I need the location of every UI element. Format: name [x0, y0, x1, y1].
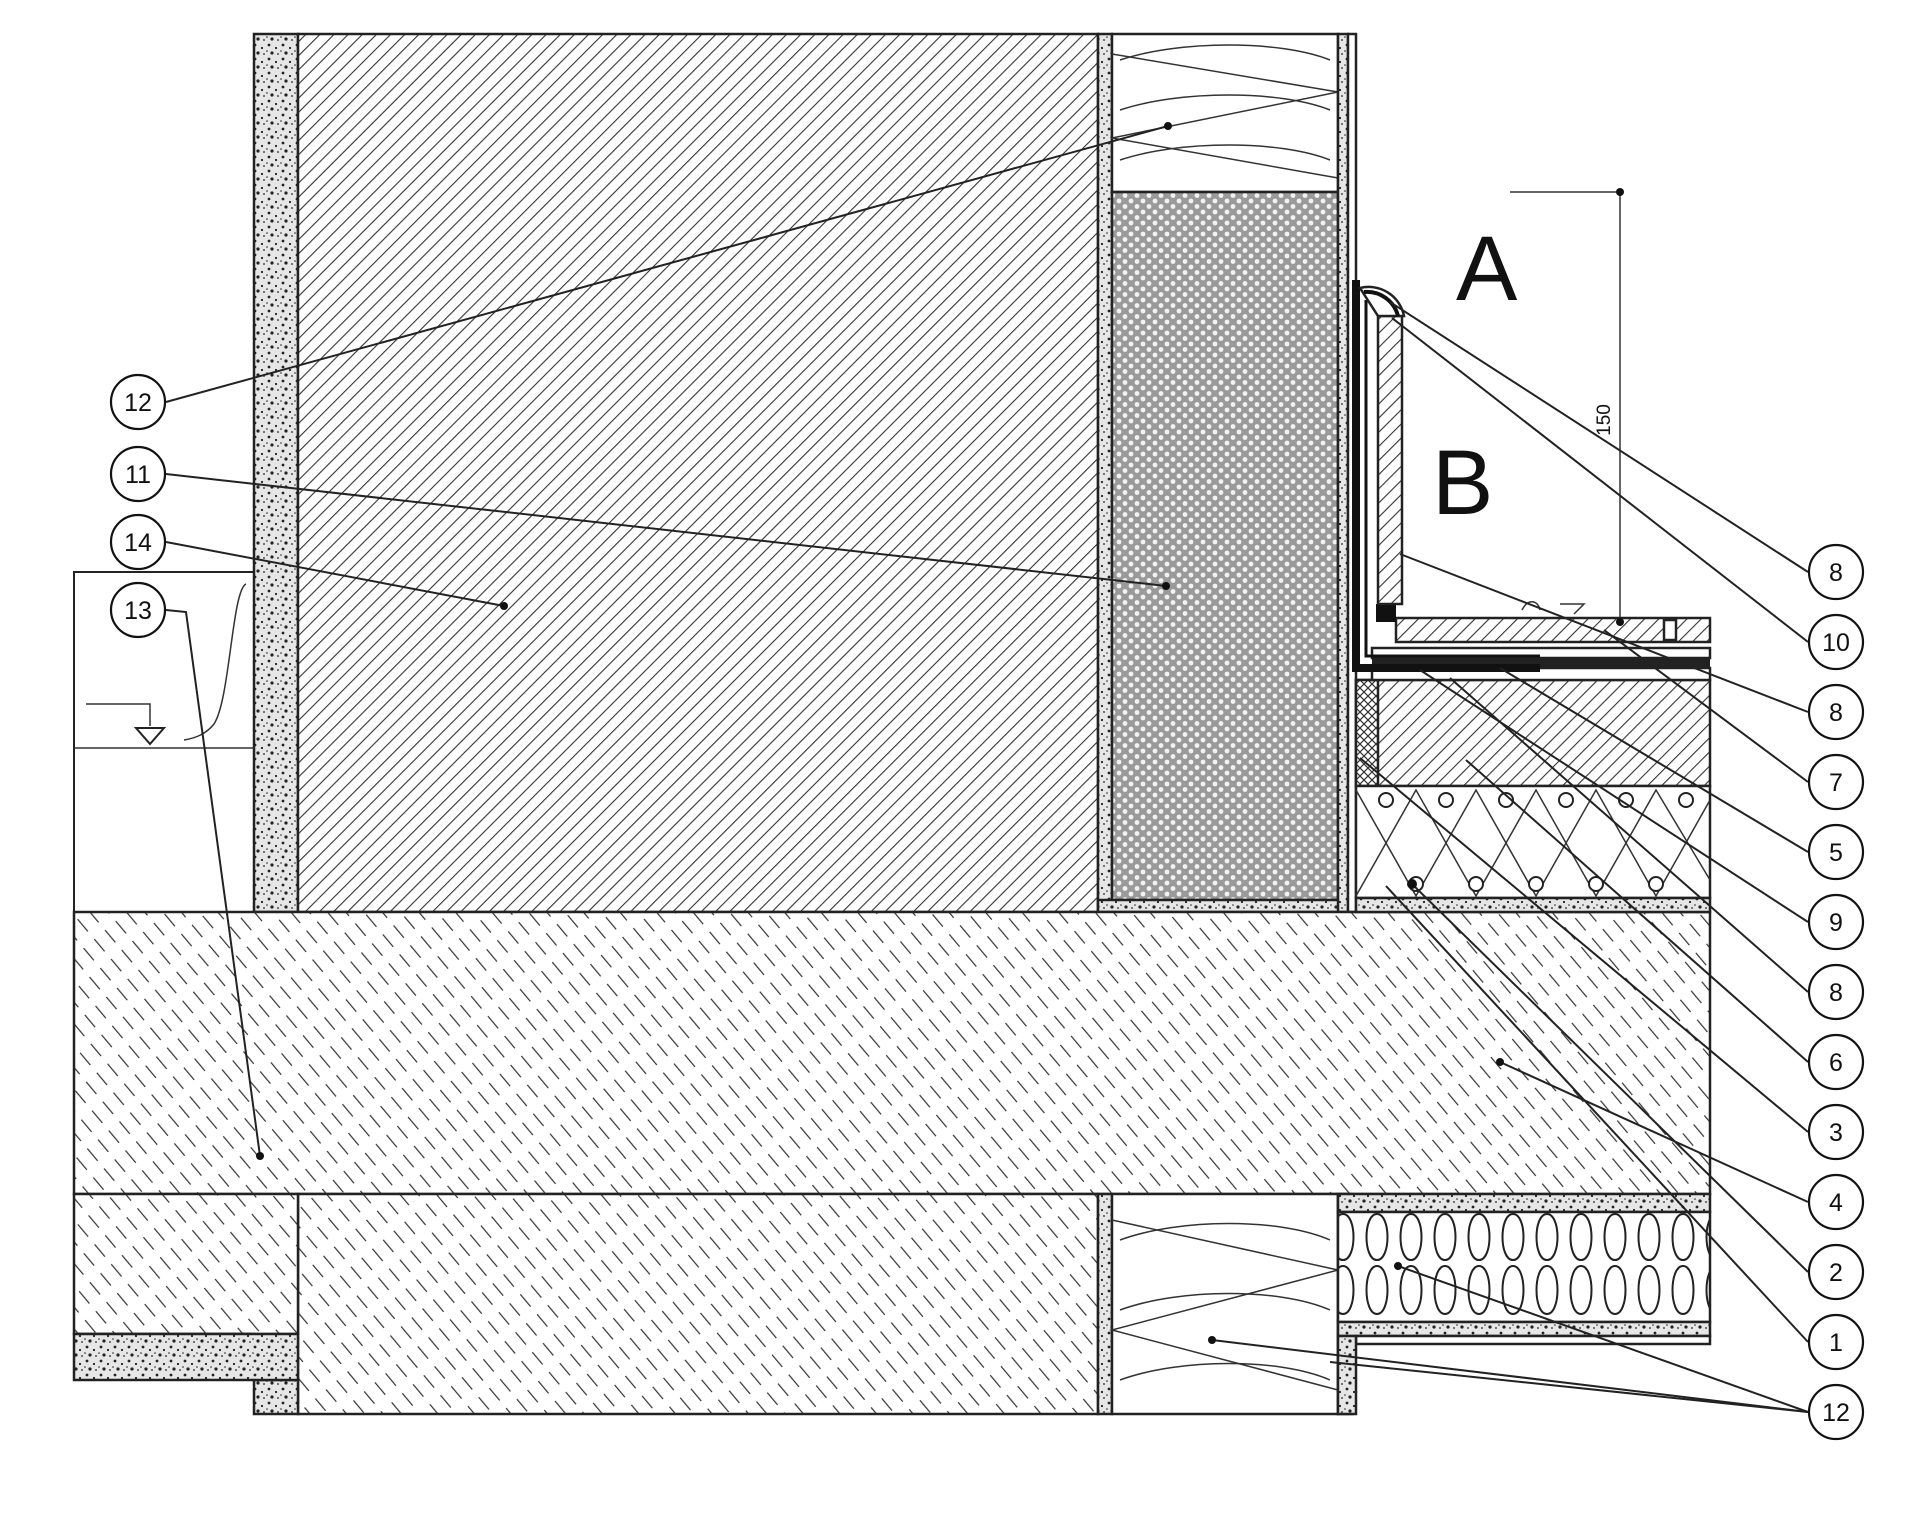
callout-8-a: 8 — [1807, 543, 1865, 601]
callout-12-bottom: 12 — [1807, 1383, 1865, 1441]
callout-12-bottom-label: 12 — [1822, 1399, 1850, 1427]
zone-label-a: A — [1456, 218, 1518, 320]
callout-13-label: 13 — [124, 597, 152, 625]
lower-wall-insulation — [1096, 1192, 1354, 1416]
concrete-slab — [72, 910, 1712, 1416]
callout-11-label: 11 — [125, 461, 151, 489]
callout-13: 13 — [109, 581, 167, 639]
callout-8-c-label: 8 — [1829, 979, 1843, 1007]
leader-lines — [165, 122, 1809, 1413]
callout-4-label: 4 — [1829, 1189, 1843, 1217]
dimension-height — [1510, 188, 1624, 626]
perimeter-insulation-block — [1096, 190, 1354, 914]
callout-7: 7 — [1807, 753, 1865, 811]
callout-3-label: 3 — [1829, 1119, 1843, 1147]
callout-6-label: 6 — [1829, 1049, 1843, 1077]
masonry-wall — [296, 32, 1100, 914]
skirting-tile — [1358, 285, 1406, 606]
drain-symbol — [1521, 601, 1586, 615]
zone-label-b: B — [1432, 432, 1493, 534]
callout-8-a-label: 8 — [1829, 559, 1843, 587]
water-tank-detail — [73, 571, 255, 913]
callout-9-label: 9 — [1829, 909, 1843, 937]
callout-10: 10 — [1807, 613, 1865, 671]
callout-12-top-label: 12 — [124, 389, 152, 417]
callout-14-label: 14 — [124, 529, 152, 557]
dimension-label: 150 — [1594, 404, 1615, 436]
callout-5: 5 — [1807, 823, 1865, 881]
wall-insulation-top — [1096, 32, 1340, 914]
callout-11: 11 — [109, 445, 167, 503]
callout-6: 6 — [1807, 1033, 1865, 1091]
callout-5-label: 5 — [1829, 839, 1843, 867]
callout-1: 1 — [1807, 1313, 1865, 1371]
balcony-screed — [1354, 678, 1712, 788]
wall-plaster-layer — [252, 32, 300, 914]
callout-9: 9 — [1807, 893, 1865, 951]
floor-tiles — [1376, 604, 1712, 644]
soffit-insulation — [1336, 1192, 1712, 1416]
callout-12-top: 12 — [109, 373, 167, 431]
callout-2-label: 2 — [1829, 1259, 1843, 1287]
waterproofing-membrane — [1352, 280, 1712, 682]
callout-14: 14 — [109, 513, 167, 571]
callout-8-b: 8 — [1807, 683, 1865, 741]
callout-1-label: 1 — [1829, 1329, 1843, 1357]
callout-7-label: 7 — [1829, 769, 1843, 797]
callout-3: 3 — [1807, 1103, 1865, 1161]
balcony-insulation — [1354, 784, 1712, 914]
callout-10-label: 10 — [1822, 629, 1850, 657]
callout-8-c: 8 — [1807, 963, 1865, 1021]
ceiling-plaster-return — [72, 1332, 300, 1416]
callout-8-b-label: 8 — [1829, 699, 1843, 727]
callout-4: 4 — [1807, 1173, 1865, 1231]
callout-2: 2 — [1807, 1243, 1865, 1301]
